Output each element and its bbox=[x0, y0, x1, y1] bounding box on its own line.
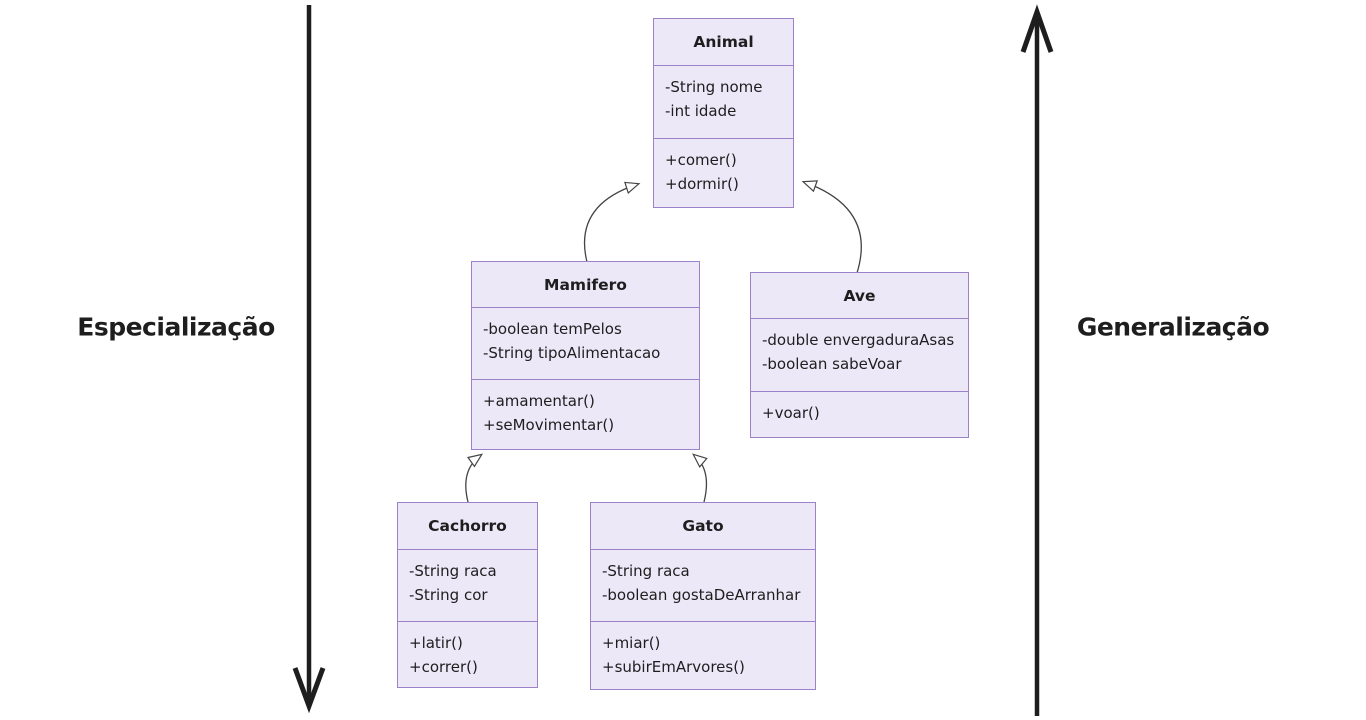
generalization-label: Generalização bbox=[1076, 312, 1270, 342]
class-attributes: -String raca -String cor bbox=[398, 549, 537, 621]
attribute: -String nome bbox=[665, 78, 763, 96]
class-name: Cachorro bbox=[428, 517, 507, 535]
class-methods: +voar() bbox=[751, 391, 968, 437]
attribute: -String raca bbox=[602, 562, 690, 580]
class-box-animal: Animal -String nome -int idade +comer() … bbox=[653, 18, 794, 208]
class-name: Gato bbox=[682, 517, 724, 535]
method: +seMovimentar() bbox=[483, 416, 615, 434]
class-methods: +miar() +subirEmArvores() bbox=[591, 621, 815, 689]
class-box-gato: Gato -String raca -boolean gostaDeArranh… bbox=[590, 502, 816, 690]
class-methods: +amamentar() +seMovimentar() bbox=[472, 379, 699, 449]
class-name: Mamifero bbox=[544, 275, 627, 294]
specialization-arrow-down bbox=[292, 5, 326, 714]
method: +subirEmArvores() bbox=[602, 658, 745, 676]
class-methods: +comer() +dormir() bbox=[654, 138, 793, 207]
class-box-ave: Ave -double envergaduraAsas -boolean sab… bbox=[750, 272, 969, 438]
method: +miar() bbox=[602, 634, 661, 652]
method: +dormir() bbox=[665, 175, 739, 193]
class-box-mamifero: Mamifero -boolean temPelos -String tipoA… bbox=[471, 261, 700, 450]
attribute: -boolean temPelos bbox=[483, 320, 622, 338]
inheritance-arrow-cachorro-to-mamifero bbox=[465, 453, 484, 503]
attribute: -String raca bbox=[409, 562, 497, 580]
generalization-arrow-up bbox=[1020, 4, 1054, 716]
attribute: -int idade bbox=[665, 102, 737, 120]
attribute: -boolean gostaDeArranhar bbox=[602, 586, 801, 604]
inheritance-arrow-ave-to-animal bbox=[801, 180, 862, 274]
class-name: Ave bbox=[843, 286, 876, 305]
method: +amamentar() bbox=[483, 392, 595, 410]
attribute: -String tipoAlimentacao bbox=[483, 344, 661, 362]
method: +latir() bbox=[409, 634, 463, 652]
specialization-label: Especialização bbox=[77, 312, 275, 342]
inheritance-arrow-gato-to-mamifero bbox=[692, 453, 708, 503]
class-attributes: -boolean temPelos -String tipoAlimentaca… bbox=[472, 307, 699, 379]
method: +comer() bbox=[665, 151, 737, 169]
class-attributes: -String nome -int idade bbox=[654, 65, 793, 138]
class-attributes: -double envergaduraAsas -boolean sabeVoa… bbox=[751, 318, 968, 391]
attribute: -double envergaduraAsas bbox=[762, 331, 955, 349]
class-methods: +latir() +correr() bbox=[398, 621, 537, 687]
class-attributes: -String raca -boolean gostaDeArranhar bbox=[591, 549, 815, 621]
attribute: -boolean sabeVoar bbox=[762, 355, 902, 373]
inheritance-arrow-mamifero-to-animal bbox=[583, 181, 641, 263]
class-name: Animal bbox=[693, 33, 754, 51]
attribute: -String cor bbox=[409, 586, 488, 604]
method: +voar() bbox=[762, 404, 820, 422]
method: +correr() bbox=[409, 658, 478, 676]
class-box-cachorro: Cachorro -String raca -String cor +latir… bbox=[397, 502, 538, 688]
